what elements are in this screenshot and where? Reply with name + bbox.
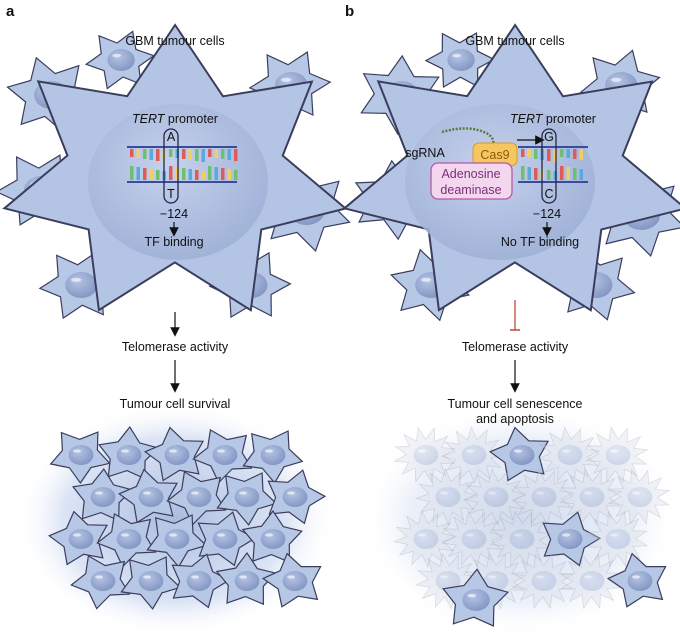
tumour-cell	[585, 426, 649, 484]
panel-label-a: a	[6, 3, 15, 20]
tumour-cell	[462, 467, 528, 527]
tumour-cell	[47, 510, 109, 566]
top-base-a: A	[167, 130, 176, 144]
tumour-cell	[489, 510, 553, 568]
tumour-cell	[393, 426, 457, 484]
bottom-base-a: T	[167, 187, 175, 201]
tumour-cell	[120, 556, 182, 610]
cas9-label: Cas9	[480, 148, 509, 162]
tumour-cell	[70, 554, 131, 610]
panel-label-b: b	[345, 3, 354, 20]
tumour-cell	[559, 552, 623, 610]
gbm-label-b: GBM tumour cells	[465, 34, 564, 48]
tumour-cell	[241, 509, 303, 564]
tumour-cell	[192, 428, 253, 484]
bottom-base-b: C	[544, 187, 553, 201]
deaminase-line1: Adenosine	[441, 167, 500, 181]
tumour-cell	[392, 509, 458, 569]
promoter-word: promoter	[542, 112, 596, 126]
tumour-cell	[216, 472, 278, 526]
adenosine-deaminase-box	[430, 162, 513, 200]
sgrna-label: sgRNA	[405, 146, 445, 160]
tumour-cell	[49, 431, 111, 485]
tumour-cell	[171, 553, 231, 609]
gbm-label-a: GBM tumour cells	[125, 34, 224, 48]
tumour-cell	[166, 470, 227, 526]
outcome-b-line1: Tumour cell senescence	[447, 397, 582, 411]
dna-helix-a	[127, 146, 238, 183]
telomerase-a: Telomerase activity	[122, 340, 229, 354]
tert-promoter-b: TERT promoter	[510, 112, 596, 126]
tumour-cell	[267, 469, 327, 525]
telomerase-b: Telomerase activity	[462, 340, 569, 354]
outcome-a: Tumour cell survival	[120, 397, 231, 411]
tert-gene: TERT	[132, 112, 166, 126]
binding-a: TF binding	[144, 235, 203, 249]
top-base-b: G	[544, 130, 554, 144]
tumour-cell	[84, 30, 156, 90]
tumour-cell	[440, 510, 506, 568]
tumour-cell	[542, 511, 602, 567]
base-pair-highlight-b	[541, 128, 557, 204]
tumour-cell	[96, 512, 157, 568]
tumour-cell	[414, 467, 480, 527]
tert-promoter-a: TERT promoter	[132, 112, 218, 126]
tumour-cell	[424, 31, 496, 89]
promoter-word: promoter	[164, 112, 218, 126]
tert-gene: TERT	[510, 112, 544, 126]
deaminase-line2: deaminase	[440, 183, 501, 197]
surviving-cells-cluster	[47, 425, 327, 610]
tumour-cell	[606, 552, 667, 608]
position-b: −124	[533, 207, 561, 221]
tumour-cell	[242, 430, 304, 484]
tumour-cell	[146, 514, 208, 568]
tumour-cell	[440, 425, 506, 485]
position-a: −124	[160, 207, 188, 221]
tumour-cell	[488, 426, 550, 482]
tumour-cell	[97, 425, 160, 480]
base-pair-highlight-a	[163, 128, 179, 204]
tumour-cell	[143, 426, 205, 482]
tumour-cell	[559, 468, 623, 526]
tumour-cell	[215, 551, 277, 606]
tumour-cell	[511, 552, 575, 610]
tumour-cell	[585, 510, 649, 568]
binding-b: No TF binding	[501, 235, 579, 249]
tumour-cell	[510, 468, 576, 526]
tumour-cell	[117, 468, 179, 524]
outcome-b-line2: and apoptosis	[476, 412, 554, 426]
tumour-cell	[261, 552, 322, 608]
tumour-cell	[536, 426, 602, 484]
senescent-cells-cluster	[392, 425, 671, 627]
tumour-cell	[442, 568, 510, 627]
tumour-cell	[607, 468, 671, 526]
